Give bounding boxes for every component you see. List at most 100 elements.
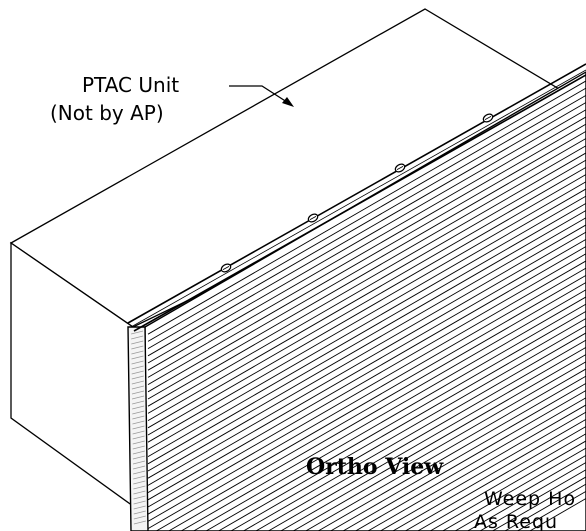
louver-line — [293, 361, 586, 531]
panel-edge-hatch — [131, 330, 146, 525]
louver-line — [147, 159, 586, 414]
louver-line — [492, 476, 586, 531]
weep-hole-label-line1: Weep Ho — [484, 488, 576, 510]
edge-hatch-mark — [133, 495, 146, 500]
louver-line — [392, 418, 586, 531]
louver-line — [147, 116, 586, 371]
louver-line — [255, 339, 586, 531]
louver-line — [147, 94, 586, 349]
panel-top-rail-inner — [133, 74, 586, 332]
edge-hatch-mark — [133, 485, 146, 490]
edge-hatch-mark — [133, 515, 146, 520]
louver-line — [147, 138, 586, 393]
louver-line — [147, 102, 586, 357]
edge-hatch-mark — [132, 450, 145, 455]
louver-line — [147, 195, 586, 450]
edge-hatch-mark — [133, 475, 146, 480]
edge-hatch-mark — [131, 380, 144, 385]
louver-line — [367, 404, 586, 531]
louver-line — [147, 181, 586, 436]
edge-hatch-mark — [133, 480, 146, 485]
louver-line — [147, 267, 586, 522]
edge-hatch-mark — [132, 415, 145, 420]
louver-line — [147, 238, 586, 493]
louver-line — [355, 397, 586, 531]
louver-line — [268, 346, 586, 531]
edge-hatch-mark — [131, 365, 144, 370]
louver-line — [147, 109, 586, 364]
louver-line — [147, 174, 586, 429]
edge-hatch-mark — [132, 425, 145, 430]
louver-line — [147, 202, 586, 457]
edge-hatch-mark — [133, 465, 146, 470]
front-panel-louvers — [147, 80, 586, 531]
louver-line — [205, 310, 586, 531]
louver-line — [380, 411, 586, 531]
edge-hatch-mark — [132, 405, 145, 410]
edge-hatch-mark — [131, 340, 144, 345]
louver-line — [454, 454, 586, 531]
edge-hatch-mark — [131, 395, 145, 400]
panel-top-rail-outer — [127, 63, 586, 324]
louver-line — [168, 289, 586, 531]
louver-line — [147, 188, 586, 443]
rail-fasteners — [220, 113, 494, 273]
louver-line — [147, 246, 586, 501]
louver-line — [330, 382, 586, 531]
louver-line — [147, 224, 586, 479]
louver-line — [193, 303, 586, 531]
louver-line — [147, 274, 586, 529]
edge-hatch-mark — [133, 500, 146, 505]
louver-line — [280, 354, 586, 531]
louver-line — [147, 87, 586, 342]
edge-hatch-mark — [132, 430, 145, 435]
edge-hatch-mark — [132, 445, 145, 450]
louver-line — [147, 123, 586, 378]
edge-hatch-mark — [132, 435, 145, 440]
louver-line — [147, 166, 586, 421]
edge-hatch-mark — [133, 520, 146, 525]
louver-line — [417, 433, 586, 531]
louver-line — [147, 152, 586, 407]
unit-label-line1: PTAC Unit — [82, 73, 179, 97]
weep-hole-label-line2: As Requ — [474, 511, 558, 531]
louver-line — [147, 210, 586, 465]
edge-hatch-mark — [131, 345, 144, 350]
louver-line — [218, 318, 586, 531]
view-title: Ortho View — [306, 454, 444, 480]
edge-hatch-mark — [133, 505, 146, 510]
edge-hatch-mark — [132, 420, 145, 425]
louver-line — [147, 217, 586, 472]
edge-hatch-mark — [132, 400, 145, 405]
panel-top-rail-mid — [130, 69, 586, 328]
louver-line — [517, 490, 586, 531]
louver-line — [529, 498, 586, 531]
edge-hatch-mark — [131, 375, 144, 380]
unit-label-line2: (Not by AP) — [50, 101, 164, 125]
edge-hatch-mark — [131, 335, 144, 340]
panel-edge-strip — [127, 326, 149, 531]
louver-line — [147, 260, 586, 515]
louver-line — [147, 145, 586, 400]
louver-line — [317, 375, 586, 531]
edge-hatch-mark — [132, 455, 146, 460]
edge-hatch-mark — [133, 510, 146, 515]
edge-hatch-mark — [131, 370, 144, 375]
louver-line — [405, 426, 586, 531]
louver-line — [147, 231, 586, 486]
edge-hatch-mark — [131, 385, 144, 390]
louver-line — [147, 253, 586, 508]
louver-line — [243, 332, 586, 531]
unit-leader-arrowhead — [282, 97, 294, 107]
unit-leader-line — [229, 85, 291, 105]
louver-line — [230, 325, 586, 531]
louver-line — [442, 447, 586, 531]
rail-screw-slot — [396, 166, 404, 170]
rail-screw-slot — [309, 216, 317, 220]
louver-line — [467, 462, 586, 531]
louver-line — [156, 282, 586, 531]
edge-hatch-mark — [133, 470, 146, 475]
edge-hatch-mark — [131, 360, 144, 365]
edge-hatch-mark — [132, 440, 145, 445]
